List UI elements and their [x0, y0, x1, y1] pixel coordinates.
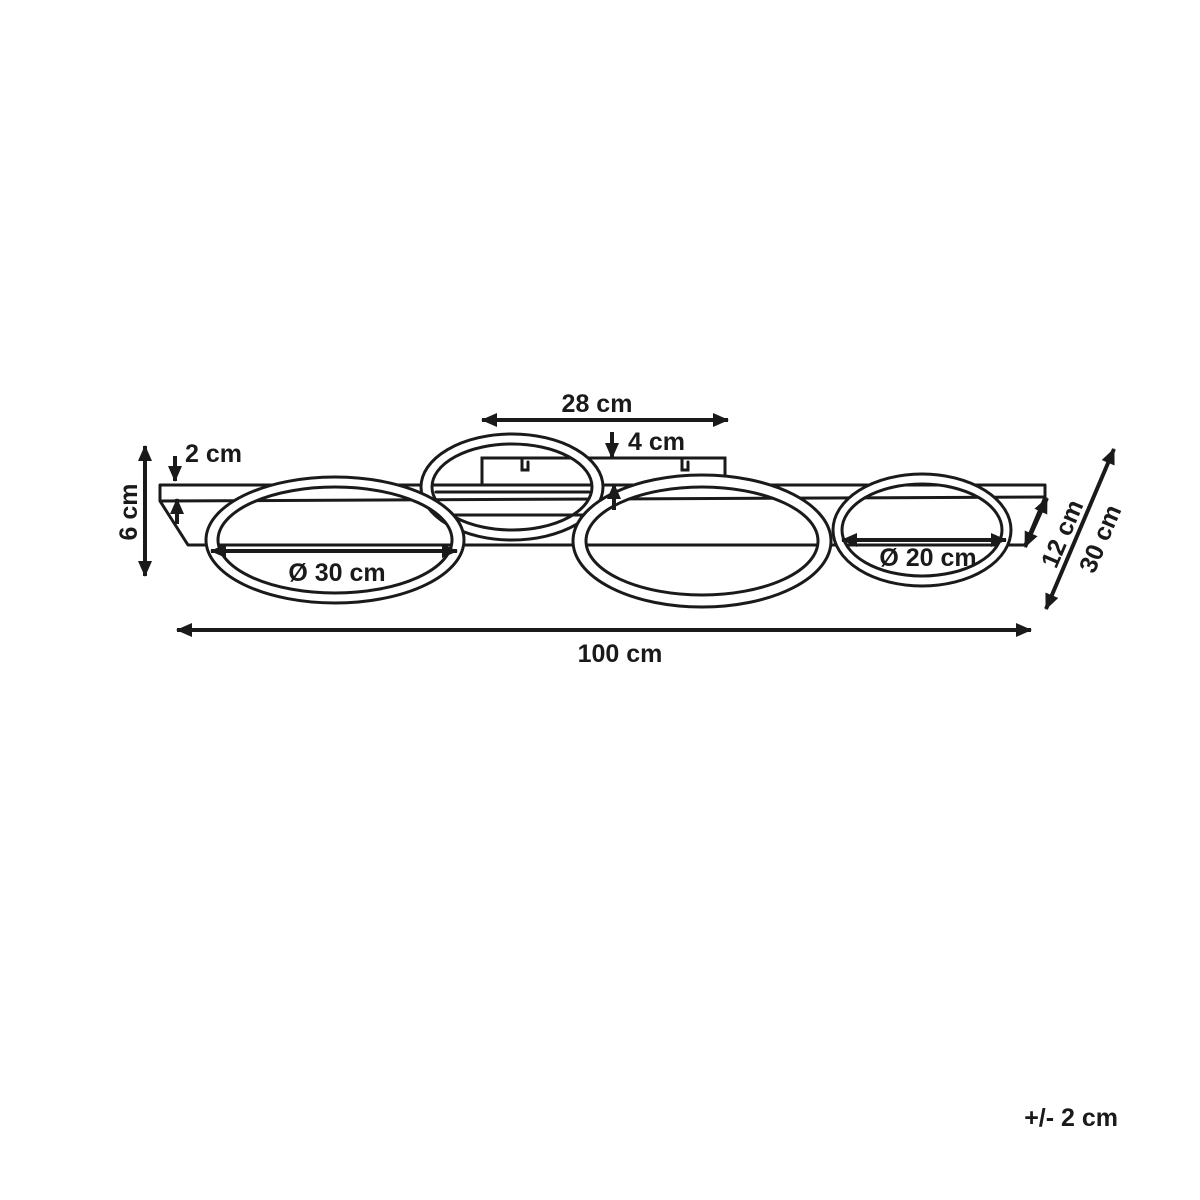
bracket-hook-right	[680, 456, 690, 472]
overall-length-label: 100 cm	[578, 640, 663, 668]
bracket-gap-label: 4 cm	[628, 428, 685, 456]
small-ring-diameter-label: Ø 20 cm	[879, 544, 976, 572]
mounting-bracket	[480, 456, 727, 488]
total-height-label: 6 cm	[115, 484, 143, 541]
bracket-width-label: 28 cm	[562, 390, 633, 418]
middle-large-ring	[571, 473, 833, 609]
plate-thickness-label: 2 cm	[185, 440, 242, 468]
plate-depth-arrow	[1023, 497, 1049, 548]
bracket-hook-left	[520, 456, 530, 472]
tolerance-note: +/- 2 cm	[1024, 1104, 1118, 1132]
right-small-ring	[831, 472, 1013, 588]
left-large-ring	[204, 475, 466, 605]
large-ring-diameter-label: Ø 30 cm	[288, 559, 385, 587]
overall-depth-arrow	[1044, 448, 1116, 610]
